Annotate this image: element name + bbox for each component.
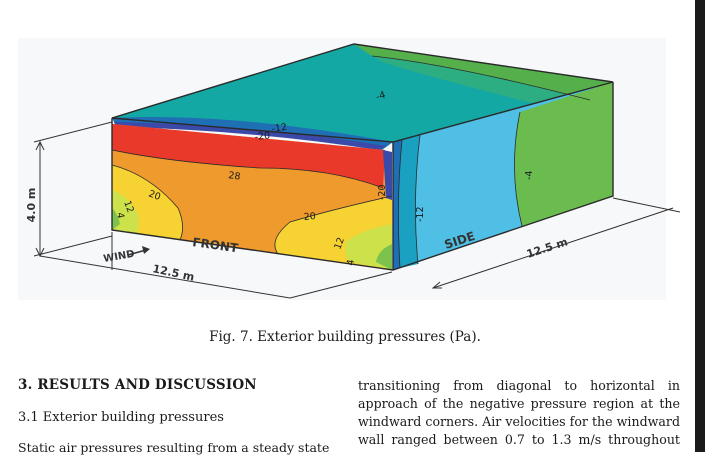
contour-lines: [111, 55, 591, 269]
section-heading: 3. RESULTS AND DISCUSSION: [18, 377, 257, 393]
contour-label: -4: [375, 90, 387, 103]
text-line: transitioning from diagonal to horizonta…: [358, 378, 680, 393]
front-label: FRONT: [192, 235, 240, 255]
contour-label: -12: [415, 206, 426, 222]
contour-label: -12: [271, 122, 288, 135]
contour-label: 12: [121, 199, 135, 214]
figure-caption: Fig. 7. Exterior building pressures (Pa)…: [209, 329, 481, 345]
building-pressure-figure: -4 -12 -20 28 20 12 4 20 12 4 -20 -12 -4…: [25, 43, 681, 299]
wind-arrow-icon: [127, 249, 147, 256]
text-line: approach of the negative pressure region…: [358, 396, 680, 411]
text-line: wall ranged between 0.7 to 1.3 m/s throu…: [358, 432, 680, 447]
contour-label: 4: [345, 259, 357, 267]
contour-labels: -4 -12 -20 28 20 12 4 20 12 4 -20 -12 -4: [114, 90, 535, 267]
height-dimension: [33, 121, 113, 258]
contour-label: 20: [303, 211, 316, 223]
scrollbar[interactable]: [695, 0, 705, 452]
contour-label: -4: [524, 171, 535, 180]
side-face: [393, 82, 613, 270]
contour-label: 4: [114, 212, 126, 220]
right-column-text: transitioning from diagonal to horizonta…: [358, 377, 680, 449]
building-outline: [111, 43, 614, 271]
contour-label: 28: [228, 170, 242, 183]
depth-dimension: [431, 197, 681, 289]
contour-label: 20: [147, 188, 162, 202]
paragraph-partial: Static air pressures resulting from a st…: [18, 440, 330, 455]
contour-label: -20: [254, 130, 271, 143]
contour-label: 12: [332, 236, 346, 251]
text-line: windward corners. Air velocities for the…: [358, 414, 680, 429]
roof-face: [112, 44, 613, 150]
height-label: 4.0 m: [25, 188, 38, 223]
subsection-heading: 3.1 Exterior building pressures: [18, 410, 224, 425]
wind-label: WIND: [103, 249, 136, 265]
wind-arrowhead-icon: [142, 246, 150, 254]
contour-label: -20: [377, 184, 388, 200]
width-dimension: [39, 232, 393, 299]
